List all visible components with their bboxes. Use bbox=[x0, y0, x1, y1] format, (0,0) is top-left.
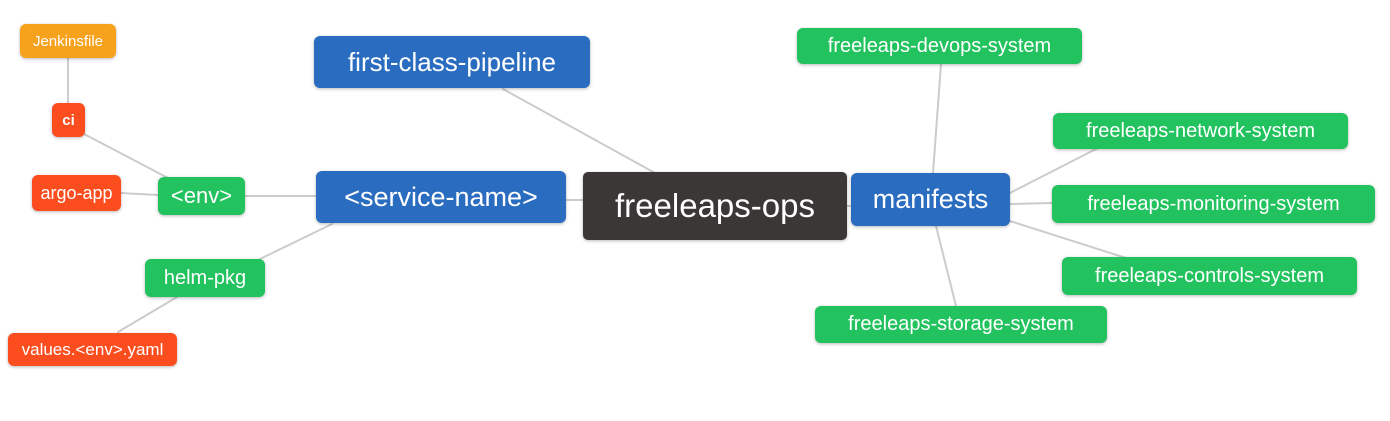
edge-manifests-controls bbox=[1009, 220, 1127, 259]
edge-ci-env bbox=[83, 133, 169, 179]
edge-values-helm-pkg bbox=[117, 296, 178, 333]
node-ci[interactable]: ci bbox=[52, 103, 85, 137]
edge-manifests-devops bbox=[932, 63, 942, 174]
edge-manifests-monitoring bbox=[1009, 202, 1053, 205]
node-first-class-pipeline[interactable]: first-class-pipeline bbox=[314, 36, 590, 88]
edge-helm-pkg-service-name bbox=[259, 223, 333, 260]
node-service-name[interactable]: <service-name> bbox=[316, 171, 566, 223]
edge-argo-app-env bbox=[120, 192, 159, 196]
node-freeleaps-controls-system[interactable]: freeleaps-controls-system bbox=[1062, 257, 1357, 295]
node-freeleaps-network-system[interactable]: freeleaps-network-system bbox=[1053, 113, 1348, 149]
edge-manifests-storage bbox=[935, 225, 957, 307]
node-values-env-yaml[interactable]: values.<env>.yaml bbox=[8, 333, 177, 366]
node-manifests[interactable]: manifests bbox=[851, 173, 1010, 226]
edge-manifests-network bbox=[1009, 147, 1099, 194]
edge-fcp-freeleaps-ops bbox=[502, 88, 656, 174]
node-freeleaps-monitoring-system[interactable]: freeleaps-monitoring-system bbox=[1052, 185, 1375, 223]
node-freeleaps-ops-root[interactable]: freeleaps-ops bbox=[583, 172, 847, 240]
node-helm-pkg[interactable]: helm-pkg bbox=[145, 259, 265, 297]
node-jenkinsfile[interactable]: Jenkinsfile bbox=[20, 24, 116, 58]
node-argo-app[interactable]: argo-app bbox=[32, 175, 121, 211]
node-freeleaps-storage-system[interactable]: freeleaps-storage-system bbox=[815, 306, 1107, 343]
node-freeleaps-devops-system[interactable]: freeleaps-devops-system bbox=[797, 28, 1082, 64]
node-env[interactable]: <env> bbox=[158, 177, 245, 215]
